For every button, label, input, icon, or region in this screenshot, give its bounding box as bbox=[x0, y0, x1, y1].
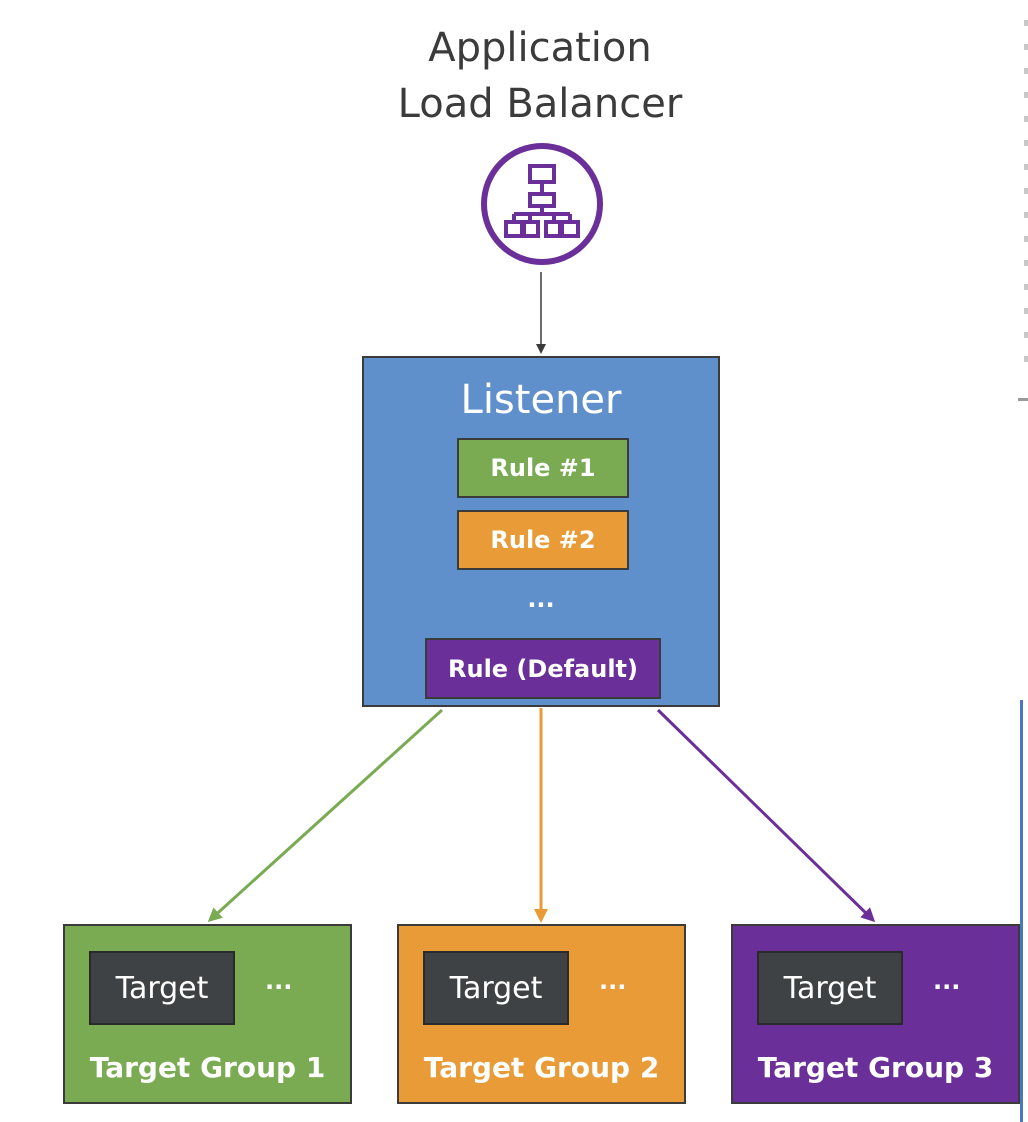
title-application: Application bbox=[428, 25, 652, 71]
edge-decoration bbox=[1024, 20, 1028, 380]
rule-1: Rule #1 bbox=[457, 438, 629, 498]
target-ellipsis: ... bbox=[933, 967, 961, 995]
target-group-label: Target Group 1 bbox=[89, 1051, 326, 1084]
target-box: Target bbox=[89, 951, 235, 1025]
target-ellipsis: ... bbox=[265, 967, 293, 995]
listener-box: Listener Rule #1 Rule #2 ... Rule (Defau… bbox=[362, 356, 720, 707]
arrow-rule1-to-tg1 bbox=[207, 708, 444, 923]
edge-tick bbox=[1018, 398, 1028, 401]
target-box: Target bbox=[423, 951, 569, 1025]
load-balancer-icon bbox=[481, 143, 603, 265]
target-ellipsis: ... bbox=[599, 967, 627, 995]
target-group-label: Target Group 3 bbox=[757, 1051, 994, 1084]
target-box: Target bbox=[757, 951, 903, 1025]
rule-default: Rule (Default) bbox=[425, 638, 661, 699]
target-group-label: Target Group 2 bbox=[423, 1051, 660, 1084]
target-group-3: Target ... Target Group 3 bbox=[731, 924, 1020, 1104]
edge-line bbox=[1020, 700, 1023, 1122]
listener-title: Listener bbox=[460, 377, 622, 423]
rule-2: Rule #2 bbox=[457, 510, 629, 570]
target-group-2: Target ... Target Group 2 bbox=[397, 924, 686, 1104]
target-group-1: Target ... Target Group 1 bbox=[63, 924, 352, 1104]
arrow-default-to-tg3 bbox=[656, 708, 876, 923]
title-load-balancer: Load Balancer bbox=[397, 81, 683, 127]
rule-ellipsis: ... bbox=[527, 585, 555, 613]
